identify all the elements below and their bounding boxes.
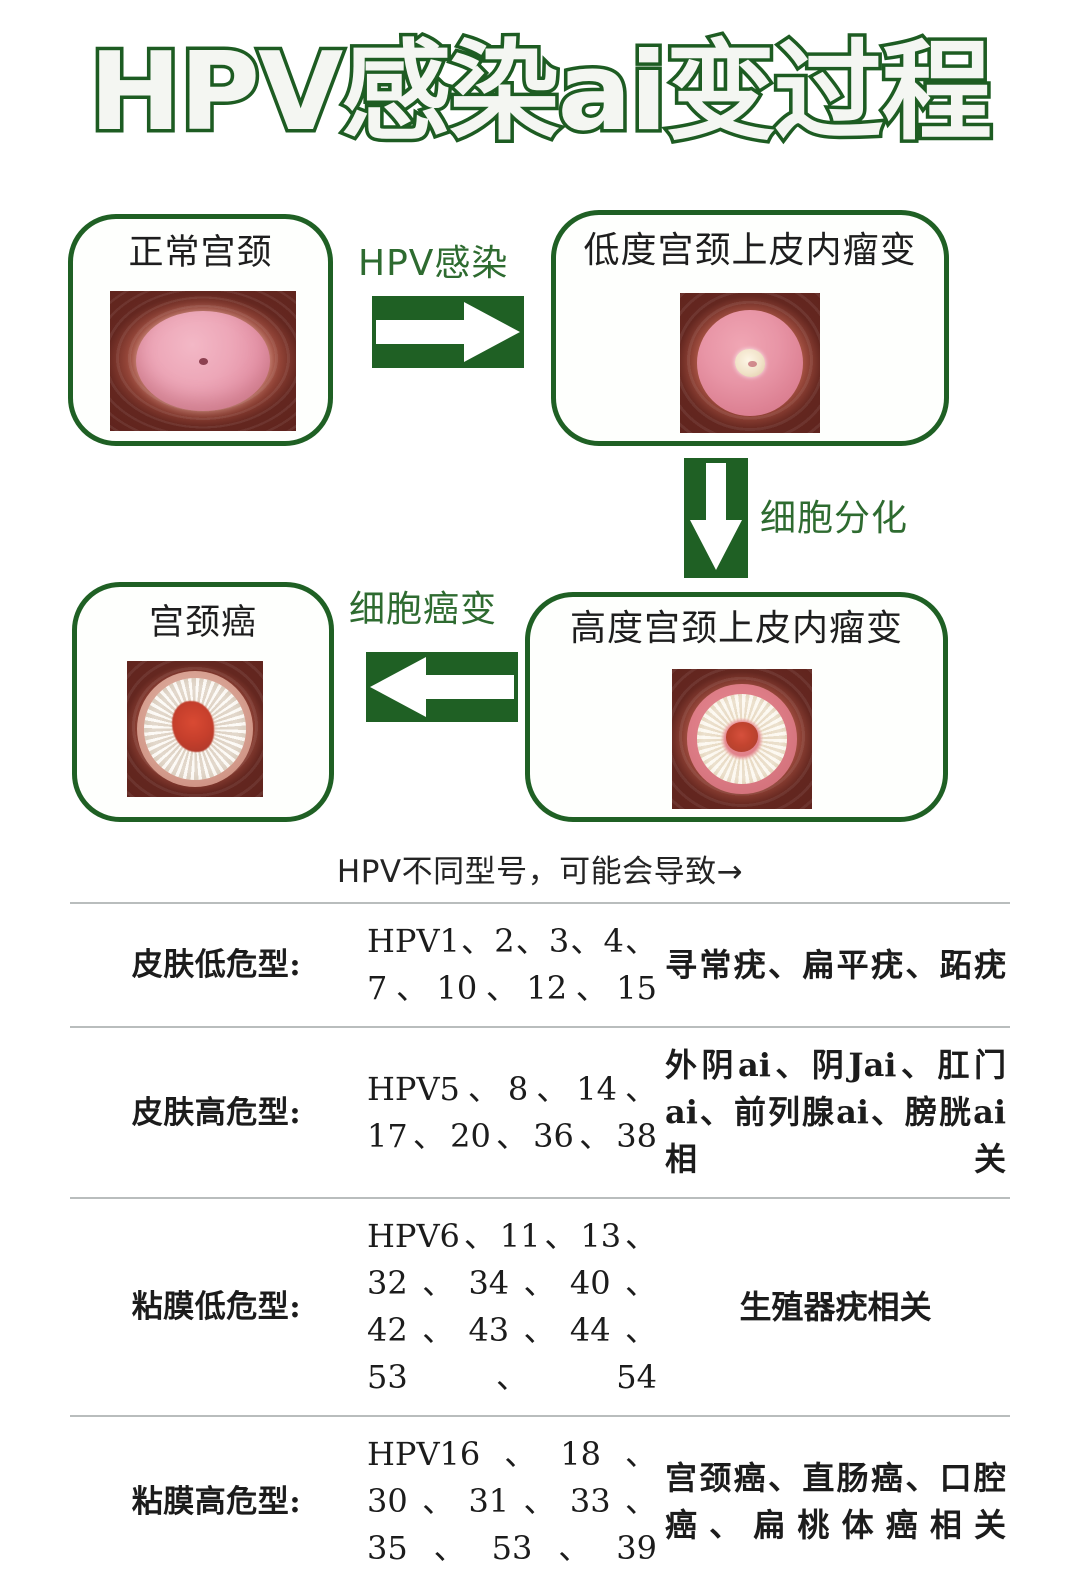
hpv-types-caption: HPV不同型号，可能会导致→ — [336, 854, 744, 890]
colposcopy-image-hsil — [672, 669, 812, 809]
panel-normal-cervix-label: 正常宫颈 — [128, 233, 273, 273]
panel-hsil-label: 高度宫颈上皮内瘤变 — [569, 608, 903, 649]
page-header: HPV感染ai变过程 — [0, 30, 1080, 174]
colposcopy-image-cancer — [127, 661, 263, 797]
row-category: 粘膜低危型: — [70, 1197, 363, 1416]
arrow-carcinogenesis-label: 细胞癌变 — [349, 589, 498, 630]
panel-hsil: 高度宫颈上皮内瘤变 — [525, 592, 948, 822]
hpv-types-section: HPV不同型号，可能会导致→ 皮肤低危型: HPV1、2、3、4、7、10、12… — [0, 852, 1080, 1586]
arrow-down-icon — [684, 458, 748, 578]
arrow-cell-differentiation-label: 细胞分化 — [760, 498, 909, 539]
page-title: HPV感染ai变过程 — [86, 30, 996, 155]
table-row: 粘膜高危型: HPV16、18、30、31、33、35、53、39 宫颈癌、直肠… — [70, 1415, 1010, 1586]
row-diseases: 外阴ai、阴Jai、肛门ai、前列腺ai、膀胱ai相关 — [661, 1026, 1010, 1198]
hpv-progression-diagram: 正常宫颈 HPV感染 低度宫颈上皮内瘤变 细胞分化 细胞癌变 宫颈癌 — [0, 186, 1080, 836]
row-category: 粘膜高危型: — [70, 1415, 363, 1586]
table-row: 皮肤低危型: HPV1、2、3、4、7、10、12、15 寻常疣、扁平疣、跖疣 — [70, 902, 1010, 1027]
colposcopy-image-lsil — [680, 293, 820, 433]
row-category: 皮肤低危型: — [70, 902, 363, 1027]
hpv-types-table: 皮肤低危型: HPV1、2、3、4、7、10、12、15 寻常疣、扁平疣、跖疣 … — [70, 902, 1010, 1586]
arrow-hpv-infection-label: HPV感染 — [358, 243, 509, 284]
panel-cervical-cancer: 宫颈癌 — [72, 582, 334, 822]
row-types: HPV6、11、13、32、34、40、42、43、44、53、54 — [363, 1197, 661, 1416]
arrow-right-icon — [372, 296, 524, 368]
arrow-left-icon — [366, 652, 518, 722]
panel-cervical-cancer-label: 宫颈癌 — [148, 603, 257, 643]
row-types: HPV1、2、3、4、7、10、12、15 — [363, 902, 661, 1027]
panel-lsil-label: 低度宫颈上皮内瘤变 — [583, 230, 917, 271]
row-diseases: 寻常疣、扁平疣、跖疣 — [661, 902, 1010, 1027]
row-category: 皮肤高危型: — [70, 1026, 363, 1198]
colposcopy-image-normal — [110, 291, 296, 431]
row-types: HPV5、8、14、17、20、36、38 — [363, 1026, 661, 1198]
row-types: HPV16、18、30、31、33、35、53、39 — [363, 1415, 661, 1586]
panel-lsil: 低度宫颈上皮内瘤变 — [551, 210, 949, 446]
table-row: 粘膜低危型: HPV6、11、13、32、34、40、42、43、44、53、5… — [70, 1197, 1010, 1416]
hpv-types-table-body: 皮肤低危型: HPV1、2、3、4、7、10、12、15 寻常疣、扁平疣、跖疣 … — [70, 902, 1010, 1586]
row-diseases: 宫颈癌、直肠癌、口腔癌、扁桃体癌相关 — [661, 1415, 1010, 1586]
panel-normal-cervix: 正常宫颈 — [68, 214, 333, 446]
table-row: 皮肤高危型: HPV5、8、14、17、20、36、38 外阴ai、阴Jai、肛… — [70, 1026, 1010, 1198]
row-diseases: 生殖器疣相关 — [661, 1197, 1010, 1416]
